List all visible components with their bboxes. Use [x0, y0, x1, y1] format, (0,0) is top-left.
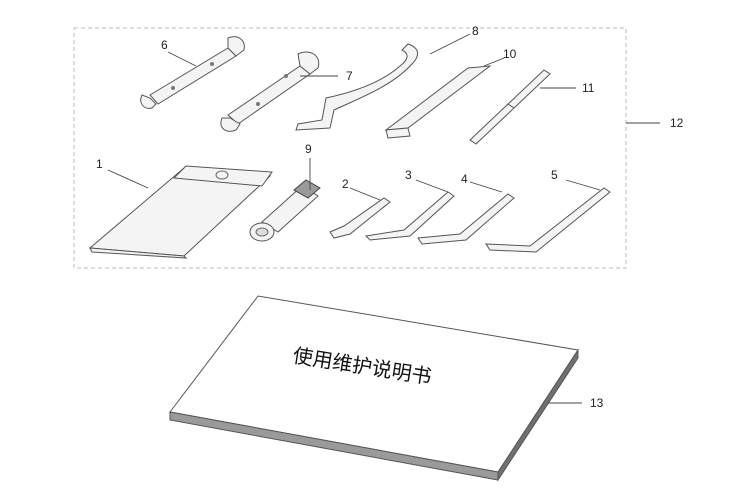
hook-spanner	[295, 43, 418, 131]
screwdriver-bit	[469, 69, 551, 145]
tool-bag	[88, 165, 273, 259]
flat-bar	[384, 65, 492, 139]
callout-5: 5	[551, 168, 558, 182]
wrench-small	[140, 36, 245, 109]
callout-4: 4	[461, 172, 468, 186]
callout-8: 8	[472, 24, 479, 38]
callout-10: 10	[503, 47, 517, 61]
callout-11: 11	[582, 81, 595, 95]
hex-key-5	[485, 187, 611, 253]
callout-2: 2	[342, 177, 349, 191]
toolkit-frame	[73, 27, 627, 269]
hex-key-2	[329, 197, 391, 239]
wrench-large	[220, 51, 320, 132]
hex-key-4	[417, 193, 515, 245]
socket-handle	[249, 179, 321, 242]
callout-12: 12	[670, 116, 684, 130]
callout-6: 6	[161, 38, 168, 52]
callout-3: 3	[405, 168, 412, 182]
hex-key-3	[364, 191, 455, 241]
callout-1: 1	[96, 157, 103, 171]
callout-7: 7	[346, 69, 353, 83]
callout-13: 13	[590, 396, 604, 410]
maintenance-manual: 使用维护说明书	[169, 295, 579, 482]
callout-9: 9	[305, 142, 312, 156]
